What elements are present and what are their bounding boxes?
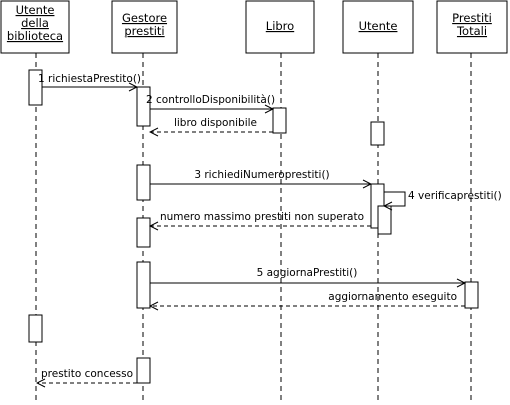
participant-box-prestiti-totali: [436, 0, 508, 54]
message-label-richiedi-numero-prestiti: 3 richiediNumeroprestiti(): [194, 169, 329, 181]
participant-name-line: Totali: [456, 24, 487, 38]
activation-bar-utente: [370, 121, 385, 146]
participant-name-line: Utente: [359, 19, 398, 33]
activation-bar-gestore-prestiti: [136, 217, 151, 248]
message-numero-massimo-non-superato: numero massimo prestiti non superato: [150, 211, 371, 226]
message-label-numero-massimo-non-superato: numero massimo prestiti non superato: [160, 211, 364, 223]
participant-box-utente-biblioteca: [0, 0, 70, 54]
participant-name-line: Utente: [16, 3, 55, 17]
activation-bar-libro: [272, 107, 287, 134]
activation-bar-gestore-prestiti: [136, 86, 151, 127]
message-controllo-disponibilita: 2 controlloDisponibilità(): [146, 94, 275, 109]
participant-name-line: Libro: [266, 19, 294, 33]
message-label-prestito-concesso: prestito concesso: [41, 368, 133, 380]
message-label-aggiorna-prestiti: 5 aggiornaPrestiti(): [257, 267, 358, 279]
message-aggiorna-prestiti: 5 aggiornaPrestiti(): [150, 267, 465, 283]
participant-box-libro: [245, 0, 315, 54]
message-richiedi-numero-prestiti: 3 richiediNumeroprestiti(): [150, 169, 371, 184]
message-arrow-verifica-prestiti: [384, 191, 406, 206]
participant-name-line: Gestore: [122, 11, 167, 25]
message-label-controllo-disponibilita: 2 controlloDisponibilità(): [146, 94, 275, 106]
message-richiesta-prestito: 1 richiestaPrestito(): [38, 73, 141, 87]
activation-bar-gestore-prestiti: [136, 164, 151, 201]
activations-layer: [28, 69, 479, 384]
participant-box-gestore-prestiti: [111, 0, 178, 54]
message-verifica-prestiti: 4 verificaprestiti(): [384, 190, 502, 206]
message-aggiornamento-eseguito: aggiornamento eseguito: [150, 291, 465, 306]
message-label-aggiornamento-eseguito: aggiornamento eseguito: [328, 291, 457, 303]
message-label-verifica-prestiti: 4 verificaprestiti(): [408, 190, 502, 202]
activation-bar-gestore-prestiti: [136, 357, 151, 384]
message-libro-disponibile: libro disponibile: [150, 117, 273, 132]
messages-layer: 1 richiestaPrestito() 2 controlloDisponib…: [37, 73, 502, 383]
participant-name-line: della: [21, 16, 49, 30]
participant-name-line: biblioteca: [7, 29, 63, 43]
participant-box-utente: [342, 0, 414, 54]
activation-bar-utente: [377, 205, 392, 235]
participant-name-line: Prestiti: [452, 11, 492, 25]
message-label-richiesta-prestito: 1 richiestaPrestito(): [38, 73, 141, 85]
activation-bar-prestiti-totali: [464, 281, 479, 309]
activation-bar-gestore-prestiti: [136, 261, 151, 309]
message-prestito-concesso: prestito concesso: [37, 368, 137, 383]
participant-utente: Utente: [342, 0, 414, 54]
participant-name-line: prestiti: [124, 24, 164, 38]
activation-bar-utente-biblioteca: [28, 314, 43, 343]
participant-libro: Libro: [245, 0, 315, 54]
message-label-libro-disponibile: libro disponibile: [174, 117, 257, 129]
